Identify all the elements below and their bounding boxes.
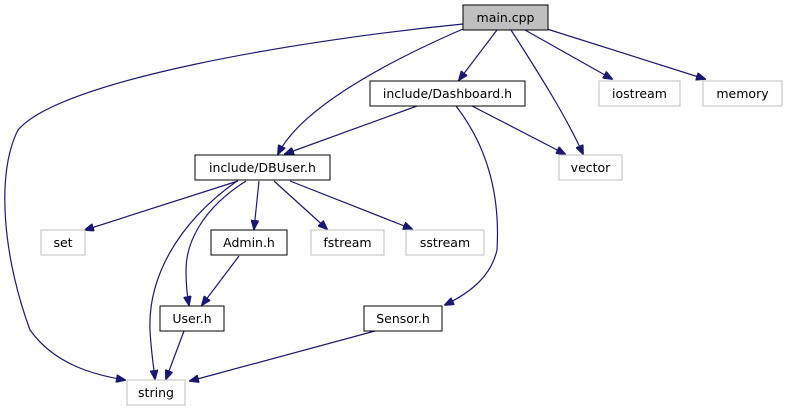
node-label-set: set (53, 235, 72, 250)
node-label-admin-h: Admin.h (223, 235, 275, 250)
node-label-dbuser-h: include/DBUser.h (209, 160, 316, 175)
node-label-sstream: sstream (420, 235, 470, 250)
node-user-h[interactable]: User.h (159, 305, 225, 332)
node-set[interactable]: set (40, 229, 86, 256)
edge-dbuser-to-fstream (273, 180, 327, 229)
node-label-dashboard-h: include/Dashboard.h (383, 86, 512, 101)
node-fstream[interactable]: fstream (310, 229, 385, 256)
edge-dbuser-to-set (85, 180, 239, 230)
node-label-vector: vector (571, 160, 612, 175)
node-admin-h[interactable]: Admin.h (210, 229, 288, 256)
edge-dbuser-to-sstream (289, 180, 412, 229)
edge-dashboard-to-vector (471, 105, 565, 154)
node-label-sensor-h: Sensor.h (376, 311, 430, 326)
edge-sensor-to-string (190, 330, 376, 381)
node-label-user-h: User.h (172, 311, 211, 326)
node-iostream[interactable]: iostream (598, 80, 681, 107)
node-string[interactable]: string (126, 379, 186, 406)
edge-main-to-dbuser (278, 28, 464, 154)
edge-dashboard-to-sensor (445, 105, 499, 305)
node-sstream[interactable]: sstream (405, 229, 485, 256)
edge-dbuser-to-user (186, 180, 247, 305)
edge-admin-to-user (202, 255, 240, 305)
edge-main-to-dashboard (459, 29, 498, 80)
edge-main-to-string (4, 23, 464, 380)
edge-main-to-memory (546, 28, 705, 79)
node-main-cpp[interactable]: main.cpp (462, 4, 549, 31)
edge-user-to-string (166, 330, 185, 379)
edge-main-to-vector (510, 29, 583, 154)
node-dbuser-h[interactable]: include/DBUser.h (194, 154, 331, 181)
edge-dbuser-to-admin (254, 180, 260, 229)
node-label-iostream: iostream (612, 86, 667, 101)
edges (4, 23, 705, 381)
node-label-main-cpp: main.cpp (477, 10, 535, 25)
node-memory[interactable]: memory (702, 80, 783, 107)
node-label-string: string (138, 385, 174, 400)
node-label-memory: memory (716, 86, 769, 101)
edge-dashboard-to-dbuser (285, 105, 418, 154)
node-vector[interactable]: vector (558, 154, 623, 181)
node-dashboard-h[interactable]: include/Dashboard.h (369, 80, 526, 107)
edge-main-to-iostream (524, 29, 612, 79)
edge-dbuser-to-string (149, 180, 238, 379)
node-sensor-h[interactable]: Sensor.h (363, 305, 443, 332)
node-label-fstream: fstream (323, 235, 371, 250)
